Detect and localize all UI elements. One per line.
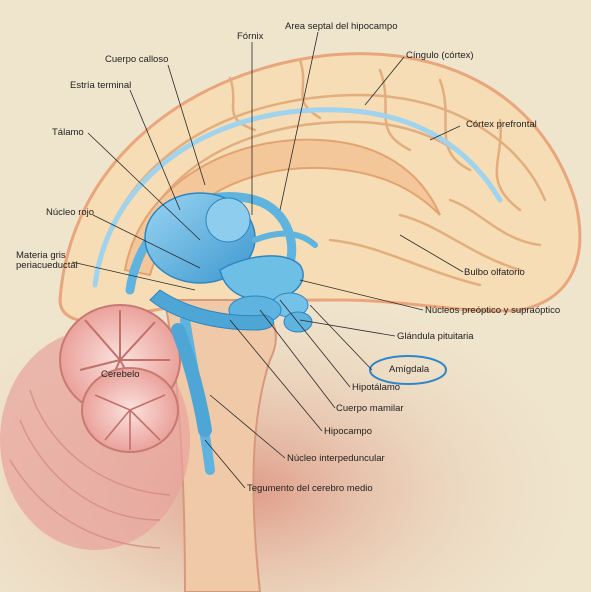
label-fornix: Fórnix [237,31,264,42]
label-cerebelo: Cerebelo [101,369,140,380]
label-area-septal: Area septal del hipocampo [285,21,398,32]
hippocampus-tail [171,323,212,437]
label-tegumento: Tegumento del cerebro medio [247,483,373,494]
hypothalamus-shape [219,255,304,301]
label-hipocampo: Hipocampo [324,426,373,437]
cerebellum [0,304,190,550]
label-hipotalamo: Hipotálamo [352,382,401,393]
label-cingulo: Cíngulo (córtex) [406,50,474,61]
label-materia-gris: Materia gris periacueductal [16,250,78,271]
label-cuerpo-mamilar: Cuerpo mamilar [336,403,404,414]
label-nucleo-interpeduncular: Núcleo interpeduncular [287,453,385,464]
label-cuerpo-calloso: Cuerpo calloso [105,54,169,65]
label-glandula-pituitaria: Glándula pituitaria [397,331,474,342]
cingulate-blue-rim [92,107,503,288]
label-estria-terminal: Estría terminal [70,80,132,91]
label-talamo: Tálamo [52,127,84,138]
label-bulbo-olfatorio: Bulbo olfatorio [464,267,525,278]
corpus-callosum [123,138,441,277]
leader-lines [71,31,464,489]
label-amigdala: Amígdala [389,364,430,375]
label-nucleos-preoptico: Núcleos preóptico y supraóptico [425,305,561,316]
hippocampus-shape [149,289,275,331]
septal-fiber [252,230,318,248]
label-nucleo-rojo: Núcleo rojo [46,207,95,218]
label-cortex-prefrontal: Córtex prefrontal [466,119,537,130]
amigdala-highlight-circle [369,355,447,385]
